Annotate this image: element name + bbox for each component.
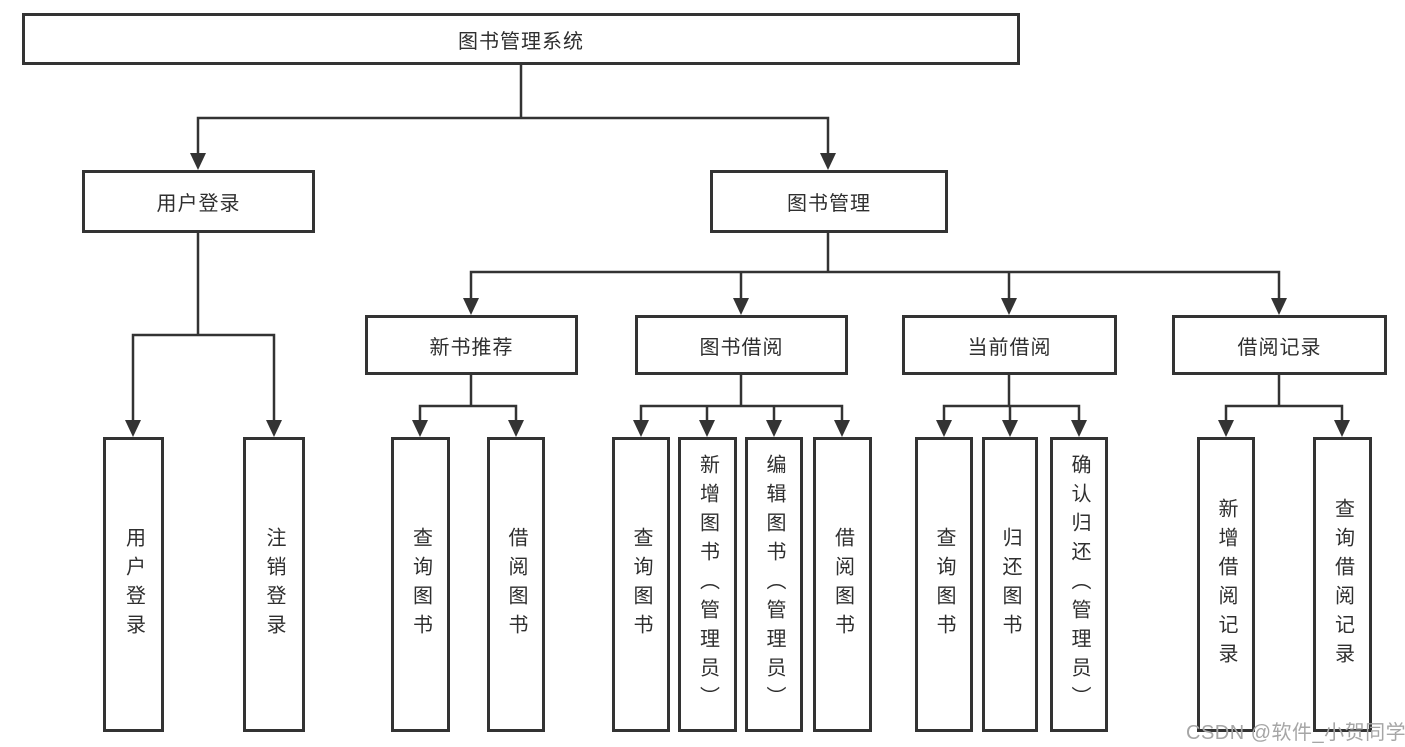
watermark: CSDN @软件_小贺同学 [1186,722,1405,744]
node-root: 图书管理系统 [22,13,1020,65]
leaf-cb-query-books: 查询图书 [915,437,973,732]
leaf-bb-add-books-admin: 新增图书（管理员） [678,437,737,732]
arrow-down-icon [508,420,524,437]
arrow-down-icon [733,298,749,315]
arrow-down-icon [1218,420,1234,437]
arrow-down-icon [1002,420,1018,437]
arrow-down-icon [1334,420,1350,437]
arrow-down-icon [266,420,282,437]
leaf-bb-query-books: 查询图书 [612,437,670,732]
connector-root [196,63,830,158]
node-borrow-records: 借阅记录 [1172,315,1387,375]
arrow-down-icon [412,420,428,437]
leaf-logout: 注销登录 [243,437,305,732]
connector-current-borrowing [942,373,1081,426]
arrow-down-icon [820,153,836,170]
connector-book-borrowing [639,373,844,426]
leaf-user-login: 用户登录 [103,437,164,732]
connector-new-books [418,373,518,426]
arrow-down-icon [699,420,715,437]
arrow-down-icon [633,420,649,437]
leaf-bb-edit-books-admin: 编辑图书（管理员） [745,437,803,732]
leaf-cb-return-books: 归还图书 [982,437,1038,732]
leaf-bb-borrow-books: 借阅图书 [813,437,872,732]
leaf-br-add-record: 新增借阅记录 [1197,437,1255,732]
arrow-down-icon [190,153,206,170]
arrow-down-icon [463,298,479,315]
connector-user-login [131,231,276,426]
leaf-nb-query-books: 查询图书 [391,437,450,732]
arrow-down-icon [936,420,952,437]
leaf-nb-borrow-books: 借阅图书 [487,437,545,732]
node-user-login: 用户登录 [82,170,315,233]
node-new-book-recommend: 新书推荐 [365,315,578,375]
node-book-management: 图书管理 [710,170,948,233]
arrow-down-icon [834,420,850,437]
node-current-borrowing: 当前借阅 [902,315,1117,375]
node-book-borrowing: 图书借阅 [635,315,848,375]
arrow-down-icon [1271,298,1287,315]
arrow-down-icon [1071,420,1087,437]
leaf-br-query-record: 查询借阅记录 [1313,437,1372,732]
connector-book-management [469,231,1281,303]
arrow-down-icon [766,420,782,437]
leaf-cb-confirm-return-admin: 确认归还（管理员） [1050,437,1108,732]
arrow-down-icon [125,420,141,437]
connector-borrow-records [1224,373,1344,426]
arrow-down-icon [1001,298,1017,315]
